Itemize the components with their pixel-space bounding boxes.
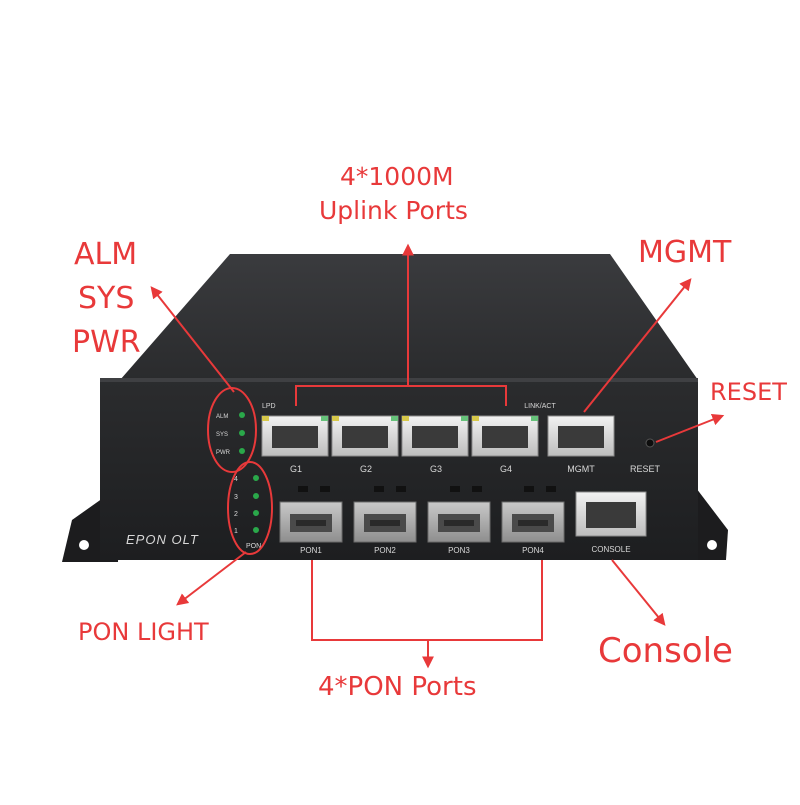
port-pon4[interactable] [501, 486, 565, 543]
mgmt-annotation: MGMT [638, 235, 732, 270]
port-mgmt[interactable] [547, 415, 615, 457]
pon-led-number-4: 4 [234, 476, 238, 483]
pon-led-title: PON [246, 543, 261, 550]
annotation-overlays [150, 243, 725, 669]
uplink-ports-annotation: Uplink Ports [319, 196, 468, 225]
mounting-bracket-right [690, 480, 728, 560]
alm-led-label: ALM [216, 414, 228, 420]
pon-light-annotation: PON LIGHT [78, 618, 209, 646]
port-label-pon3: PON3 [448, 546, 470, 555]
port-pon3[interactable] [427, 486, 491, 543]
port-g3[interactable] [401, 415, 469, 457]
port-label-g2: G2 [360, 464, 372, 474]
port-label-g3: G3 [430, 464, 442, 474]
pon-light-arrow [176, 551, 247, 606]
console-annotation: Console [598, 631, 733, 671]
pon-led-1 [253, 527, 259, 533]
console-arrow [611, 559, 666, 626]
mgmt-arrow [583, 278, 692, 413]
pon-led-4 [253, 475, 259, 481]
status-led-arrow [150, 286, 235, 393]
lpd-label: LPD [262, 403, 276, 410]
uplink-count-annotation: 4*1000M [340, 162, 454, 191]
pon-ports-group [279, 486, 565, 543]
port-label-pon2: PON2 [374, 546, 396, 555]
pon-leds [253, 475, 259, 533]
pon-led-number-1: 1 [234, 528, 238, 535]
status-leds [239, 412, 245, 454]
pon-ports-annotation: 4*PON Ports [318, 672, 477, 702]
pwr-led-label: PWR [216, 450, 231, 456]
port-label-pon4: PON4 [522, 546, 544, 555]
sys-led-label: SYS [216, 432, 228, 438]
port-label-console: CONSOLE [591, 545, 630, 554]
port-g1[interactable] [261, 415, 329, 457]
pwr-led [239, 448, 245, 454]
sys-led [239, 430, 245, 436]
sys-annotation: SYS [78, 281, 135, 316]
port-g4[interactable] [471, 415, 539, 457]
pon-led-2 [253, 510, 259, 516]
reset-panel-label: RESET [630, 464, 661, 474]
uplink-bracket [295, 385, 507, 406]
port-console[interactable] [575, 491, 647, 537]
pwr-annotation: PWR [72, 325, 141, 360]
port-label-g4: G4 [500, 464, 512, 474]
uplink-ports-group [261, 415, 539, 457]
port-label-pon1: PON1 [300, 546, 322, 555]
pon-led-highlight [227, 461, 273, 555]
port-g2[interactable] [331, 415, 399, 457]
alm-led [239, 412, 245, 418]
pon-led-number-2: 2 [234, 511, 238, 518]
reset-button[interactable] [645, 438, 655, 448]
alm-annotation: ALM [74, 237, 138, 272]
brand-label: EPON OLT [126, 532, 199, 547]
pon-led-number-3: 3 [234, 494, 238, 501]
pon-ports-bracket [311, 560, 543, 641]
port-label-mgmt: MGMT [567, 464, 595, 474]
port-pon1[interactable] [279, 486, 343, 543]
link-act-label: LINK/ACT [524, 403, 556, 410]
port-pon2[interactable] [353, 486, 417, 543]
reset-arrow [655, 413, 725, 443]
port-label-g1: G1 [290, 464, 302, 474]
pon-led-3 [253, 493, 259, 499]
reset-annotation: RESET [710, 378, 787, 406]
